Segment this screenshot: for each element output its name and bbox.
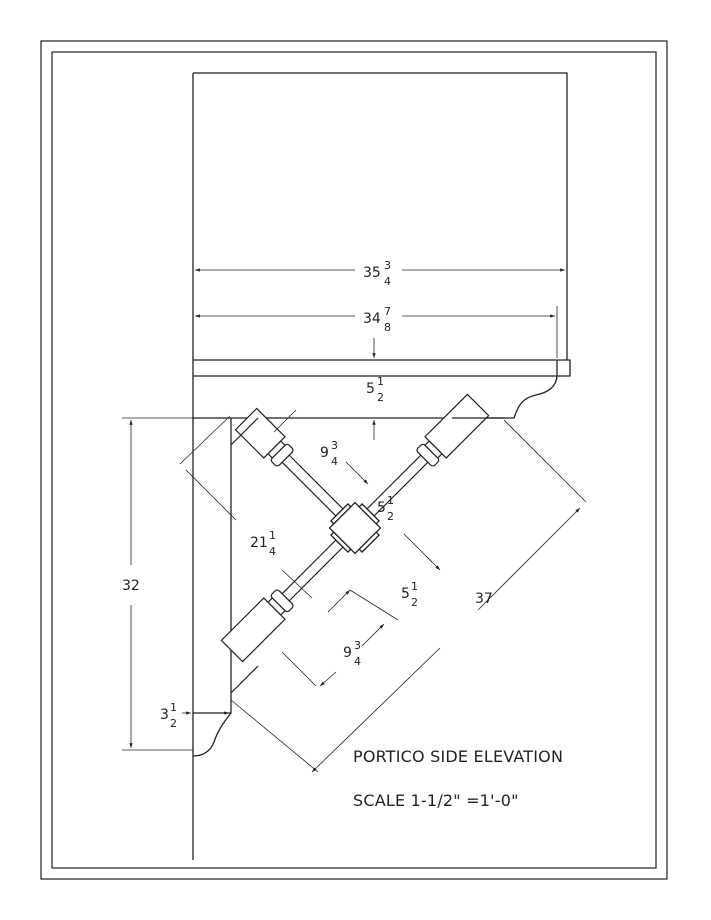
dim-lower-offset	[281, 651, 317, 687]
dim-diag-ext	[179, 415, 231, 465]
dim-num: 1	[269, 529, 276, 542]
wall-post	[193, 418, 232, 714]
beam-profile	[193, 375, 558, 419]
dim-whole: 35	[363, 265, 381, 281]
hub-cap	[358, 503, 380, 525]
dim-upper-offset	[273, 409, 297, 433]
dim-den: 4	[354, 655, 361, 668]
long-brace-edge-lower	[230, 665, 259, 694]
dim-upper-offset: 9 3 4	[320, 439, 338, 468]
dim-hub-lower	[327, 589, 351, 613]
upper-brace-shaft	[363, 454, 429, 520]
dim-whole: 9	[343, 645, 352, 661]
dim-lower-offset: 9 3 4	[343, 639, 361, 668]
dim-whole: 34	[363, 311, 381, 327]
drawing-title: PORTICO SIDE ELEVATION	[353, 747, 563, 766]
dim-hub-upper: 5 1 2	[377, 494, 394, 523]
dim-diag-ext	[281, 569, 313, 599]
dim-diag-ext	[185, 469, 237, 521]
dim-brace-ext	[230, 699, 319, 773]
dimension-lines	[122, 268, 587, 773]
dim-den: 4	[331, 455, 338, 468]
dim-wall-offset: 3 1 2	[160, 701, 177, 730]
dim-den: 4	[384, 275, 391, 288]
dim-height: 32	[122, 578, 140, 594]
dim-num: 7	[384, 305, 391, 318]
inner-border	[51, 51, 657, 869]
dim-diag-offset: 21 1 4	[250, 529, 276, 558]
dim-hub-lower	[349, 589, 399, 621]
dim-num: 3	[354, 639, 361, 652]
dim-overall-width: 35 3 4	[363, 259, 391, 288]
hub-cap	[330, 503, 352, 525]
dim-den: 2	[377, 391, 384, 404]
upper-brace-sleeve	[424, 393, 490, 459]
dim-whole: 3	[160, 707, 169, 723]
dim-brace-length: 37	[475, 591, 493, 607]
upper-left-brace-sleeve	[234, 407, 286, 459]
dim-brace-line	[477, 507, 581, 611]
dim-num: 1	[170, 701, 177, 714]
lower-brace-shaft	[281, 536, 347, 602]
long-brace-outline	[230, 417, 504, 694]
diagonal-brace-lower	[220, 528, 355, 663]
portico-structure	[192, 72, 571, 860]
diagonal-brace-upper	[355, 393, 490, 528]
upper-left-edge	[230, 417, 259, 446]
hub-cap	[358, 531, 380, 553]
fascia-band	[193, 359, 571, 377]
dim-den: 2	[170, 717, 177, 730]
dim-whole: 5	[377, 500, 386, 516]
drawing-scale: SCALE 1-1/2" =1'-0"	[353, 791, 519, 810]
hub-cap	[330, 531, 352, 553]
dim-den: 2	[411, 596, 418, 609]
dim-whole: 32	[122, 578, 140, 594]
dim-den: 4	[269, 545, 276, 558]
dim-whole: 5	[366, 381, 375, 397]
dim-whole: 37	[475, 591, 493, 607]
dim-upper-offset	[345, 461, 369, 485]
dim-brace-ext	[503, 419, 587, 503]
dim-den: 2	[387, 510, 394, 523]
lower-brace-sleeve	[220, 597, 286, 663]
dim-brace-line	[311, 647, 441, 773]
dim-den: 8	[384, 321, 391, 334]
dim-num: 1	[387, 494, 394, 507]
roof-block	[193, 72, 568, 360]
dim-roof-width: 34 7 8	[363, 305, 391, 334]
dim-hub-upper	[425, 555, 441, 571]
diagonal-brace-upper-left	[234, 407, 355, 528]
dim-num: 3	[331, 439, 338, 452]
dim-hub-lower: 5 1 2	[401, 580, 418, 609]
dim-whole: 21	[250, 535, 268, 551]
dim-beam-depth: 5 1 2	[366, 375, 384, 404]
base-bracket	[192, 712, 232, 757]
dim-lower-offset	[361, 623, 385, 647]
brace-hub	[328, 501, 382, 555]
dim-num: 1	[377, 375, 384, 388]
outer-border	[40, 40, 668, 880]
dim-num: 1	[411, 580, 418, 593]
dim-lower-offset	[319, 671, 337, 687]
dim-num: 3	[384, 259, 391, 272]
dim-whole: 5	[401, 586, 410, 602]
dim-whole: 9	[320, 445, 329, 461]
